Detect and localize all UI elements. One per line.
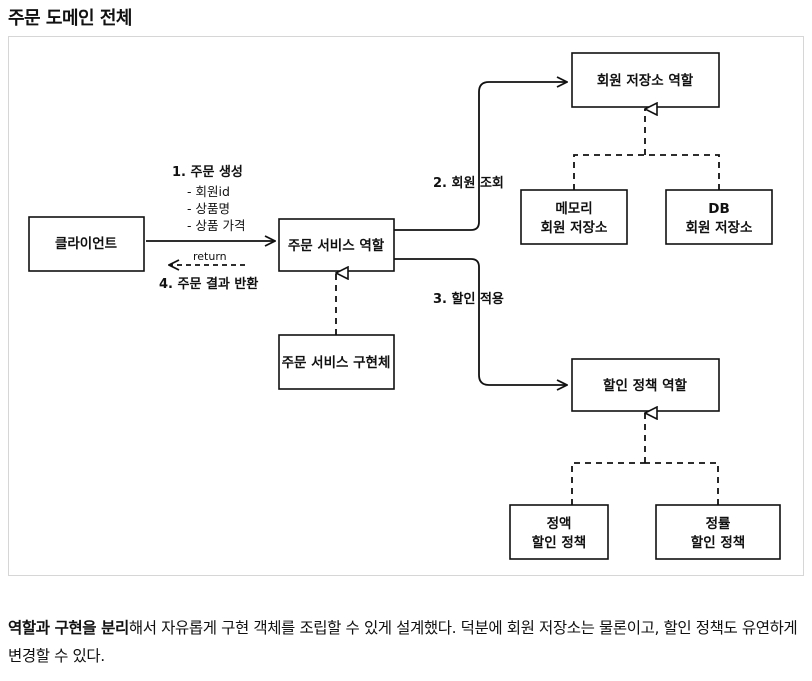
param-item-name: - 상품명: [187, 201, 230, 216]
order-domain-diagram: 클라이언트 주문 서비스 역할 주문 서비스 구현체 회원 저장소 역할 메모리…: [28, 52, 781, 560]
member-repo-role-label: 회원 저장소 역할: [597, 72, 694, 89]
memory-repo-label-2: 회원 저장소: [541, 219, 608, 236]
caption-paragraph: 역할과 구현을 분리해서 자유롭게 구현 객체를 조립할 수 있게 설계했다. …: [8, 614, 804, 670]
member-repo-role-box: [571, 52, 720, 108]
memory-repo-realization: [573, 154, 645, 190]
fixed-discount-label-2: 할인 정책: [532, 534, 586, 551]
memory-repo-box: [520, 189, 628, 245]
db-repo-realization: [645, 154, 720, 190]
apply-discount-arrow: [394, 258, 567, 385]
db-repo-label-1: DB: [708, 201, 730, 217]
memory-repo-label-1: 메모리: [555, 201, 592, 217]
page-title: 주문 도메인 전체: [8, 8, 132, 29]
lookup-member-arrow: [394, 82, 567, 231]
order-service-role-label: 주문 서비스 역할: [288, 237, 385, 254]
rate-discount-label-1: 정률: [706, 515, 731, 532]
fixed-discount-box: [509, 504, 609, 560]
apply-discount-label: 3. 할인 적용: [433, 291, 504, 307]
client-box: [28, 216, 145, 272]
rate-discount-box: [655, 504, 781, 560]
lookup-member-label: 2. 회원 조회: [433, 175, 504, 191]
return-result-label: 4. 주문 결과 반환: [159, 276, 258, 292]
order-service-role-box: [278, 218, 395, 272]
fixed-discount-realization: [571, 462, 645, 505]
return-label: return: [193, 250, 227, 263]
db-repo-label-2: 회원 저장소: [686, 219, 753, 236]
param-item-price: - 상품 가격: [187, 218, 245, 233]
fixed-discount-label-1: 정액: [547, 515, 572, 532]
rate-discount-label-2: 할인 정책: [691, 534, 745, 551]
discount-policy-role-label: 할인 정책 역할: [603, 377, 687, 394]
db-repo-box: [665, 189, 773, 245]
caption-text: 해서 자유롭게 구현 객체를 조립할 수 있게 설계했다. 덕분에 회원 저장소…: [8, 619, 798, 665]
client-label: 클라이언트: [55, 235, 118, 252]
create-order-label: 1. 주문 생성: [172, 165, 243, 180]
caption-emphasis: 역할과 구현을 분리: [8, 619, 129, 637]
param-member-id: - 회원id: [187, 184, 230, 199]
rate-discount-realization: [645, 462, 719, 505]
diagram-frame: 클라이언트 주문 서비스 역할 주문 서비스 구현체 회원 저장소 역할 메모리…: [8, 36, 804, 576]
order-service-impl-label: 주문 서비스 구현체: [282, 355, 391, 371]
